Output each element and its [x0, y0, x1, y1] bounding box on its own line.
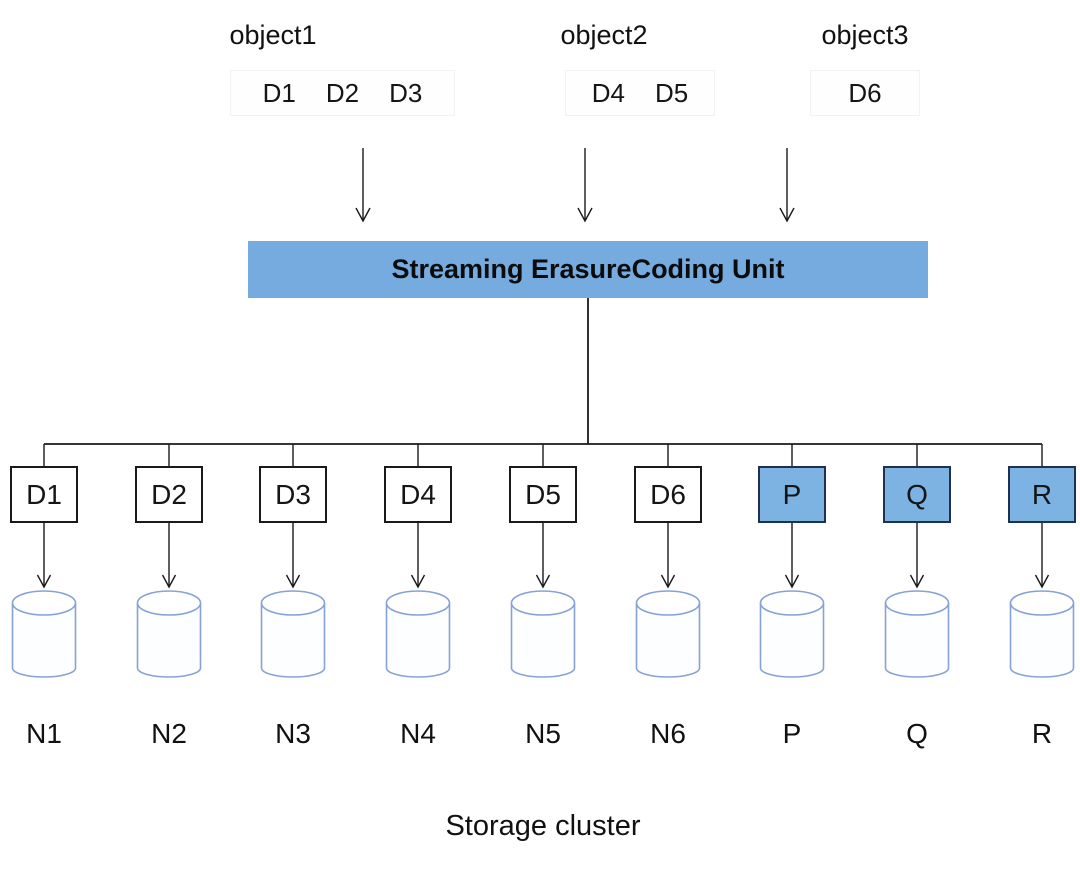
- node-label: N1: [26, 718, 62, 749]
- storage-column-n1: D1 N1: [4, 466, 84, 750]
- object1-label: object1: [229, 20, 317, 50]
- chunk-label: D4: [591, 77, 625, 108]
- erasure-coding-unit-banner: Streaming ErasureCoding Unit: [248, 241, 928, 298]
- parity-box-r: R: [1008, 466, 1076, 523]
- object1-input-arrow-icon: [355, 148, 371, 223]
- chunk-label: D1: [262, 77, 296, 108]
- disk-cylinder-icon: [884, 590, 950, 678]
- object3-input-arrow-icon: [779, 148, 795, 223]
- storage-column-n2: D2 N2: [129, 466, 209, 750]
- node-label: Q: [906, 718, 928, 749]
- box-to-disk-arrows: [36, 523, 1050, 589]
- object2-chunk-strip: D4 D5: [565, 70, 715, 116]
- storage-cluster-caption: Storage cluster: [445, 810, 641, 842]
- node-label: N5: [525, 718, 561, 749]
- object3-label: object3: [821, 20, 909, 50]
- node-label: N4: [400, 718, 436, 749]
- disk-cylinder-icon: [510, 590, 576, 678]
- storage-column-n4: D4 N4: [378, 466, 458, 750]
- node-label: P: [782, 718, 802, 749]
- node-label: N3: [275, 718, 311, 749]
- object1-chunk-strip: D1 D2 D3: [230, 70, 455, 116]
- storage-column-q: Q Q: [877, 466, 957, 750]
- node-label: R: [1031, 718, 1053, 749]
- rail-to-box-stubs: [43, 444, 1043, 467]
- chunk-box-d2: D2: [135, 466, 203, 523]
- node-label: N2: [151, 718, 187, 749]
- chunk-box-d5: D5: [509, 466, 577, 523]
- storage-column-r: R R: [1002, 466, 1080, 750]
- disk-cylinder-icon: [11, 590, 77, 678]
- chunk-label: D3: [389, 77, 423, 108]
- chunk-box-d1: D1: [10, 466, 78, 523]
- chunk-label: D2: [325, 77, 360, 108]
- parity-box-p: P: [758, 466, 826, 523]
- storage-column-n6: D6 N6: [628, 466, 708, 750]
- node-label: N6: [650, 718, 686, 749]
- object2-input-arrow-icon: [577, 148, 593, 223]
- chunk-box-d3: D3: [259, 466, 327, 523]
- chunk-label: D5: [655, 77, 689, 108]
- disk-cylinder-icon: [759, 590, 825, 678]
- disk-cylinder-icon: [136, 590, 202, 678]
- parity-box-q: Q: [883, 466, 951, 523]
- storage-column-n5: D5 N5: [503, 466, 583, 750]
- disk-cylinder-icon: [385, 590, 451, 678]
- disk-cylinder-icon: [1009, 590, 1075, 678]
- disk-cylinder-icon: [635, 590, 701, 678]
- storage-column-n3: D3 N3: [253, 466, 333, 750]
- object3-chunk-strip: D6: [810, 70, 920, 116]
- chunk-box-d4: D4: [384, 466, 452, 523]
- chunk-label: D6: [848, 77, 882, 108]
- object2-label: object2: [560, 20, 648, 50]
- disk-cylinder-icon: [260, 590, 326, 678]
- storage-column-p: P P: [752, 466, 832, 750]
- chunk-box-d6: D6: [634, 466, 702, 523]
